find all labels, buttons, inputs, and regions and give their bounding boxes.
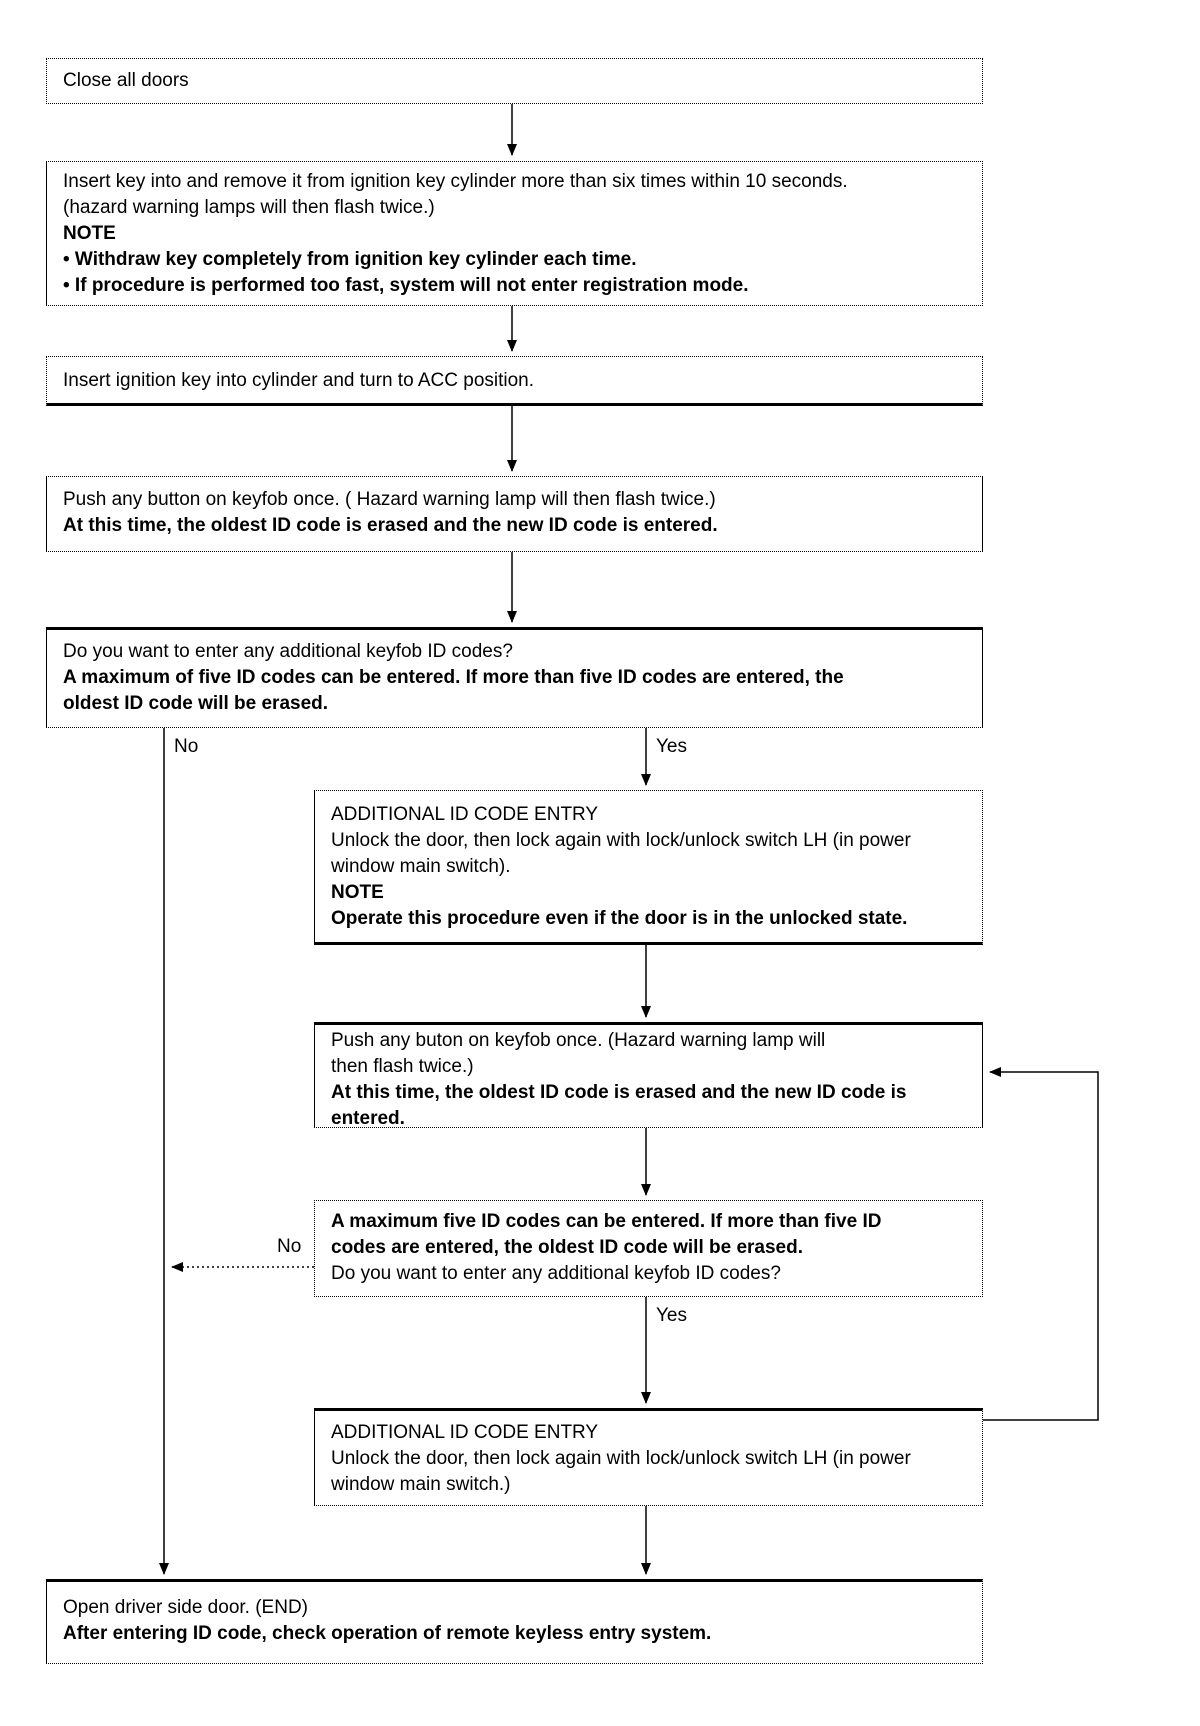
- text-line: Unlock the door, then lock again with lo…: [331, 830, 911, 851]
- text-line: Open driver side door. (END): [63, 1597, 308, 1618]
- edge-label-yes-1: Yes: [656, 736, 687, 757]
- text-line: A maximum of five ID codes can be entere…: [63, 667, 844, 688]
- note-bullet: • Withdraw key completely from ignition …: [63, 249, 637, 270]
- edge-label-yes-2: Yes: [656, 1305, 687, 1326]
- step-additional-id-entry-2: ADDITIONAL ID CODE ENTRY Unlock the door…: [314, 1408, 983, 1506]
- step-acc-position: Insert ignition key into cylinder and tu…: [46, 356, 983, 406]
- text-line: oldest ID code will be erased.: [63, 693, 329, 714]
- text-line: then flash twice.): [331, 1056, 474, 1077]
- step-close-all-doors: Close all doors: [46, 58, 983, 104]
- note-heading: NOTE: [331, 882, 384, 903]
- text-line: Do you want to enter any additional keyf…: [331, 1263, 781, 1284]
- text-line: window main switch.): [331, 1474, 511, 1495]
- box-title: ADDITIONAL ID CODE ENTRY: [331, 1422, 599, 1443]
- text-line: Insert key into and remove it from ignit…: [63, 171, 848, 192]
- text-line: entered.: [331, 1108, 405, 1129]
- note-text: Operate this procedure even if the door …: [331, 908, 908, 929]
- box-title: ADDITIONAL ID CODE ENTRY: [331, 804, 599, 825]
- note-heading: NOTE: [63, 223, 116, 244]
- step-additional-id-entry-1: ADDITIONAL ID CODE ENTRY Unlock the door…: [314, 790, 983, 945]
- step-open-door-end: Open driver side door. (END) After enter…: [46, 1579, 983, 1664]
- decision-additional-codes: Do you want to enter any additional keyf…: [46, 627, 983, 728]
- text-line: After entering ID code, check operation …: [63, 1623, 712, 1644]
- text-line: At this time, the oldest ID code is eras…: [63, 515, 718, 536]
- note-bullet: • If procedure is performed too fast, sy…: [63, 275, 749, 296]
- step-push-keyfob-2: Push any buton on keyfob once. (Hazard w…: [314, 1022, 983, 1129]
- text-line: A maximum five ID codes can be entered. …: [331, 1211, 882, 1232]
- step-push-keyfob: Push any button on keyfob once. ( Hazard…: [46, 476, 983, 552]
- text-line: window main switch).: [331, 856, 511, 877]
- connector-loop-entry2-to-push2: [983, 1067, 1099, 1421]
- text-line: Unlock the door, then lock again with lo…: [331, 1448, 911, 1469]
- decision-additional-codes-2: A maximum five ID codes can be entered. …: [314, 1200, 983, 1297]
- text-line: (hazard warning lamps will then flash tw…: [63, 197, 435, 218]
- step-key-insert-remove: Insert key into and remove it from ignit…: [46, 161, 983, 306]
- text-line: Push any buton on keyfob once. (Hazard w…: [331, 1030, 826, 1051]
- text-line: codes are entered, the oldest ID code wi…: [331, 1237, 803, 1258]
- text-line: At this time, the oldest ID code is eras…: [331, 1082, 907, 1103]
- edge-label-no-2: No: [277, 1236, 302, 1257]
- text-line: Close all doors: [63, 70, 189, 91]
- text-line: Push any button on keyfob once. ( Hazard…: [63, 489, 716, 510]
- text-line: Do you want to enter any additional keyf…: [63, 641, 513, 662]
- text-line: Insert ignition key into cylinder and tu…: [63, 370, 535, 391]
- edge-label-no-1: No: [174, 736, 199, 757]
